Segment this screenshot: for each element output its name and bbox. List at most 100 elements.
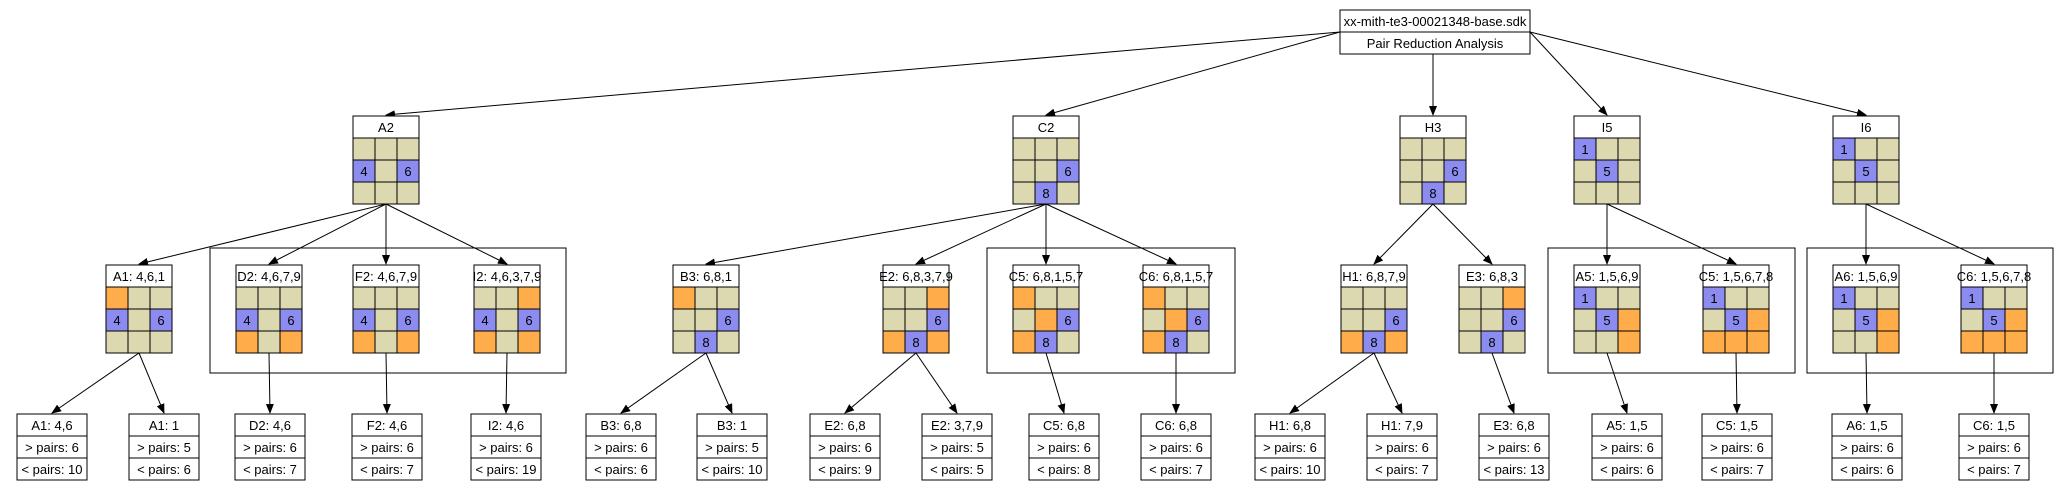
grid-cell bbox=[396, 181, 420, 205]
grid-cell bbox=[2004, 286, 2028, 310]
grid-cell bbox=[1340, 308, 1364, 332]
grid-cell bbox=[495, 286, 519, 310]
grid-cell bbox=[882, 308, 906, 332]
grid-cell bbox=[374, 181, 398, 205]
summary-line: < pairs: 7 bbox=[1967, 462, 2021, 477]
cell-digit: 4 bbox=[360, 313, 367, 328]
grid-cell bbox=[352, 137, 376, 161]
summary-line: H1: 6,8 bbox=[1269, 418, 1311, 433]
cell-digit: 6 bbox=[525, 313, 532, 328]
edge-B3b-sB3a bbox=[620, 352, 707, 414]
grid-cell bbox=[1399, 181, 1423, 205]
edge-root-A2 bbox=[385, 31, 1341, 119]
grid-cell bbox=[473, 330, 497, 354]
edge-E2b-sE2a bbox=[844, 352, 917, 414]
summary-line: > pairs: 6 bbox=[1967, 440, 2021, 455]
cell-digit: 1 bbox=[1840, 291, 1847, 306]
grid-cell bbox=[1832, 159, 1856, 183]
grid-cell bbox=[716, 286, 740, 310]
edge-C2-B3b bbox=[705, 203, 1047, 267]
group-layer bbox=[209, 247, 2054, 374]
summary-line: H1: 7,9 bbox=[1381, 418, 1423, 433]
grid-cell bbox=[1573, 159, 1597, 183]
grid-cell bbox=[1832, 181, 1856, 205]
grid-cell bbox=[517, 286, 541, 310]
board-label: C2 bbox=[1038, 120, 1055, 135]
cell-digit: 1 bbox=[1968, 291, 1975, 306]
grid-cell bbox=[374, 308, 398, 332]
summary-line: > pairs: 6 bbox=[818, 440, 872, 455]
summary-sE2b: E2: 3,7,9> pairs: 5< pairs: 5 bbox=[921, 413, 993, 481]
summary-line: C6: 1,5 bbox=[1973, 418, 2015, 433]
grid-cell bbox=[1034, 286, 1058, 310]
grid-cell bbox=[2004, 308, 2028, 332]
summary-line: C5: 1,5 bbox=[1716, 418, 1758, 433]
grid-cell bbox=[1832, 330, 1856, 354]
grid-cell bbox=[1362, 286, 1386, 310]
grid-cell bbox=[1164, 286, 1188, 310]
summary-line: < pairs: 8 bbox=[1037, 462, 1091, 477]
grid-cell bbox=[1617, 330, 1641, 354]
grid-cell bbox=[1960, 330, 1984, 354]
cell-digit: 8 bbox=[1042, 186, 1049, 201]
grid-cell bbox=[257, 330, 281, 354]
grid-cell bbox=[1384, 330, 1408, 354]
summary-row bbox=[921, 457, 993, 481]
grid-cell bbox=[1056, 286, 1080, 310]
board-label: A5: 1,5,6,9 bbox=[1576, 269, 1639, 284]
board-C5c: C5: 1,5,6,7,815 bbox=[1699, 264, 1773, 354]
grid-cell bbox=[1034, 308, 1058, 332]
grid-cell bbox=[1573, 330, 1597, 354]
edge-D2b-sD2 bbox=[265, 352, 274, 414]
board-C5b: C5: 6,8,1,5,768 bbox=[1009, 264, 1083, 354]
summary-sB3b: B3: 1> pairs: 5< pairs: 10 bbox=[696, 413, 768, 481]
summary-line: > pairs: 6 bbox=[1037, 440, 1091, 455]
summary-sC6: C6: 6,8> pairs: 6< pairs: 7 bbox=[1140, 413, 1212, 481]
grid-cell bbox=[1573, 181, 1597, 205]
grid-cell bbox=[149, 286, 173, 310]
grid-cell bbox=[1832, 308, 1856, 332]
grid-cell bbox=[1876, 330, 1900, 354]
board-label: C6: 1,5,6,7,8 bbox=[1957, 269, 2031, 284]
summary-sD2: D2: 4,6> pairs: 6< pairs: 7 bbox=[234, 413, 306, 481]
grid-cell bbox=[396, 137, 420, 161]
summary-line: < pairs: 6 bbox=[137, 462, 191, 477]
summary-line: E2: 6,8 bbox=[824, 418, 865, 433]
summary-line: < pairs: 10 bbox=[701, 462, 762, 477]
summary-line: > pairs: 6 bbox=[1487, 440, 1541, 455]
cell-digit: 4 bbox=[360, 164, 367, 179]
edge-H1b-sH1b bbox=[1373, 352, 1403, 414]
board-label: I5 bbox=[1602, 120, 1613, 135]
cell-digit: 1 bbox=[1581, 142, 1588, 157]
summary-row bbox=[470, 457, 542, 481]
summary-row bbox=[1701, 457, 1773, 481]
grid-cell bbox=[1502, 286, 1526, 310]
board-E2b: E2: 6,8,3,7,968 bbox=[879, 264, 953, 354]
grid-cell bbox=[517, 330, 541, 354]
board-label: E3: 6,8,3 bbox=[1466, 269, 1518, 284]
grid-cell bbox=[1186, 286, 1210, 310]
summary-line: > pairs: 6 bbox=[360, 440, 414, 455]
grid-cell bbox=[1056, 181, 1080, 205]
grid-cell bbox=[1854, 286, 1878, 310]
grid-cell bbox=[1056, 330, 1080, 354]
cell-digit: 6 bbox=[1392, 313, 1399, 328]
edge-C5c-sC5c bbox=[1732, 352, 1741, 414]
summary-line: A1: 1 bbox=[149, 418, 179, 433]
grid-cell bbox=[1876, 181, 1900, 205]
summary-line: < pairs: 6 bbox=[1600, 462, 1654, 477]
summary-line: > pairs: 5 bbox=[930, 440, 984, 455]
root-node: xx-mith-te3-00021348-base.sdk Pair Reduc… bbox=[1339, 9, 1531, 55]
edge-A2-I2b bbox=[385, 203, 508, 265]
edge-E3b-sE3 bbox=[1491, 352, 1515, 414]
summary-row bbox=[1958, 457, 2030, 481]
grid-cell bbox=[1702, 308, 1726, 332]
cell-digit: 6 bbox=[1510, 313, 1517, 328]
grid-cell bbox=[235, 286, 259, 310]
